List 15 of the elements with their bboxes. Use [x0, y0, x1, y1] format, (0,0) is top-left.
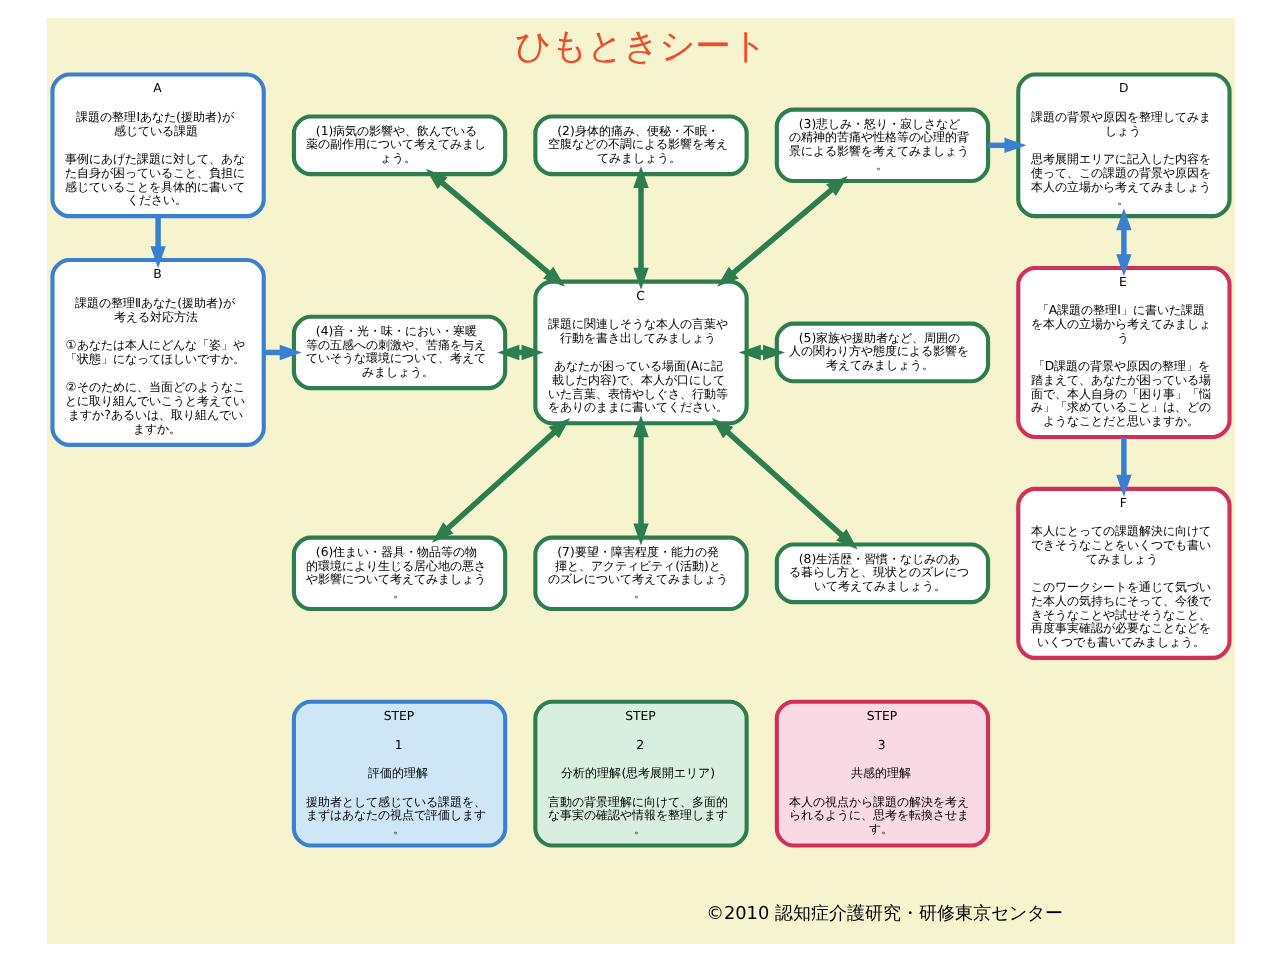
arrow	[424, 167, 565, 286]
arrow	[1115, 436, 1131, 496]
arrow	[737, 343, 784, 360]
arrow	[1115, 207, 1131, 276]
arrow	[262, 343, 301, 360]
label: ©2010 認知症介護研究・研修東京センター	[705, 903, 1062, 924]
diagram-title: ひもときシート	[514, 24, 766, 67]
arrow	[149, 215, 165, 268]
arrow	[632, 414, 648, 545]
arrow	[987, 136, 1026, 152]
arrow	[715, 175, 847, 286]
arrow	[430, 416, 570, 542]
arrow	[496, 343, 543, 360]
arrow	[632, 164, 648, 289]
arrow	[710, 416, 857, 549]
